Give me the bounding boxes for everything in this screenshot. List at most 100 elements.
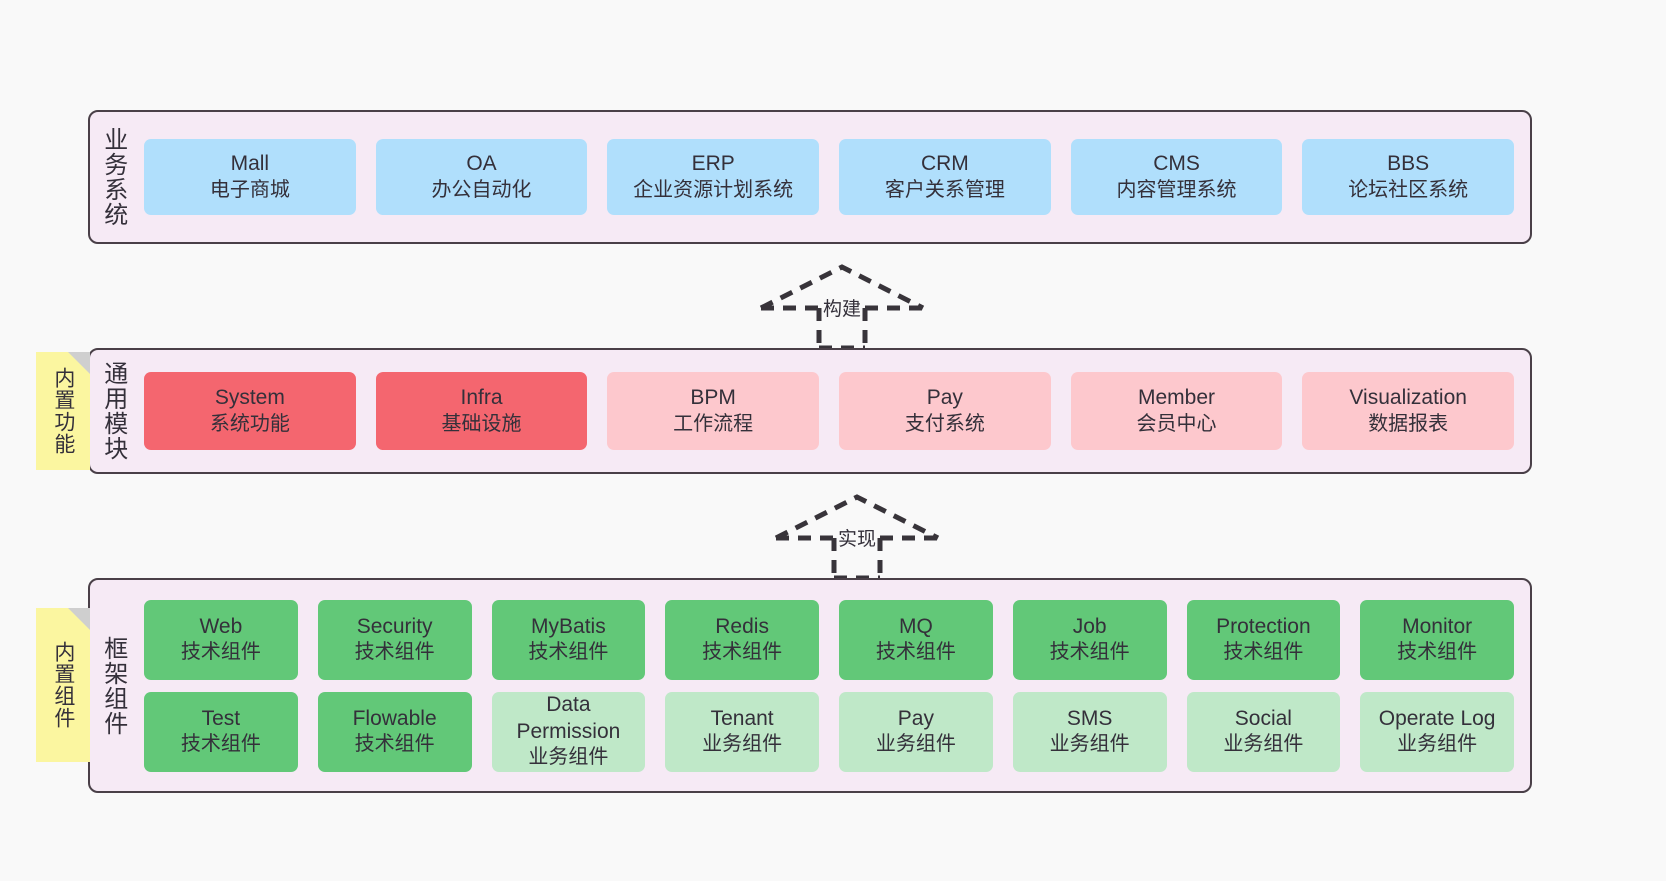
node-sms[interactable]: SMS 业务组件 <box>1012 691 1167 772</box>
node-subtitle: 内容管理系统 <box>1116 178 1237 201</box>
node-mq[interactable]: MQ 技术组件 <box>839 599 993 680</box>
node-subtitle: 技术组件 <box>702 641 783 664</box>
node-title: Web <box>199 614 243 638</box>
node-redis[interactable]: Redis 技术组件 <box>665 599 819 680</box>
node-title: Monitor <box>1402 614 1473 638</box>
node-member[interactable]: Member 会员中心 <box>1070 372 1283 450</box>
node-operate-log[interactable]: Operate Log 业务组件 <box>1360 691 1514 772</box>
node-social[interactable]: Social 业务组件 <box>1186 691 1341 772</box>
node-job[interactable]: Job 技术组件 <box>1012 599 1167 680</box>
node-title: CRM <box>920 152 969 176</box>
node-cms[interactable]: CMS 内容管理系统 <box>1070 139 1283 215</box>
node-monitor[interactable]: Monitor 技术组件 <box>1360 599 1514 680</box>
node-pay[interactable]: Pay 支付系统 <box>839 372 1051 450</box>
node-system[interactable]: System 系统功能 <box>144 372 356 450</box>
sticky-note-builtin-components[interactable]: 内置组件 <box>36 608 90 762</box>
node-crm[interactable]: CRM 客户关系管理 <box>839 139 1051 215</box>
node-title: Redis <box>715 614 769 638</box>
node-title: MQ <box>898 614 933 638</box>
node-data-permission[interactable]: Data Permission 业务组件 <box>491 691 646 772</box>
node-subtitle: 电子商城 <box>209 178 290 201</box>
node-title: Job <box>1072 614 1107 638</box>
node-title: Flowable <box>352 706 437 730</box>
node-subtitle: 技术组件 <box>1397 641 1478 664</box>
node-tenant[interactable]: Tenant 业务组件 <box>665 691 819 772</box>
folded-corner-icon <box>68 608 90 630</box>
node-erp[interactable]: ERP 企业资源计划系统 <box>607 139 820 215</box>
arrowhead-chevron <box>774 494 940 541</box>
layer-body-business-systems: Mall 电子商城 OA 办公自动化 ERP 企业资源计划系统 CRM 客户关系… <box>136 112 1530 242</box>
node-subtitle: 业务组件 <box>1397 733 1478 756</box>
node-subtitle: 客户关系管理 <box>884 178 1005 201</box>
layer-row: System 系统功能 Infra 基础设施 BPM 工作流程 Pay 支付系统… <box>144 372 1515 450</box>
node-title: MyBatis <box>531 614 606 638</box>
sticky-note-label: 内置组件 <box>51 641 75 729</box>
node-subtitle: 会员中心 <box>1136 412 1217 435</box>
node-subtitle: 论坛社区系统 <box>1348 178 1469 201</box>
node-title: Social <box>1234 706 1292 730</box>
layer-common-modules: 通用模块 System 系统功能 Infra 基础设施 BPM 工作流程 Pay… <box>88 348 1532 474</box>
layer-title-common-modules: 通用模块 <box>99 361 127 461</box>
node-pay-component[interactable]: Pay 业务组件 <box>839 691 993 772</box>
layer-row: Web 技术组件 Security 技术组件 MyBatis 技术组件 Redi… <box>144 599 1514 680</box>
node-protection[interactable]: Protection 技术组件 <box>1186 599 1341 680</box>
node-flowable[interactable]: Flowable 技术组件 <box>317 691 472 772</box>
connector-implement: 实现 <box>772 492 942 592</box>
node-title: Security <box>356 614 433 638</box>
layer-body-common-modules: System 系统功能 Infra 基础设施 BPM 工作流程 Pay 支付系统… <box>136 350 1530 472</box>
node-title: ERP <box>691 152 735 176</box>
node-title: SMS <box>1066 706 1113 730</box>
node-visualization[interactable]: Visualization 数据报表 <box>1302 372 1515 450</box>
sticky-note-label: 内置功能 <box>51 367 75 455</box>
node-test[interactable]: Test 技术组件 <box>144 691 298 772</box>
node-title: Protection <box>1216 614 1311 638</box>
layer-row: Mall 电子商城 OA 办公自动化 ERP 企业资源计划系统 CRM 客户关系… <box>144 139 1515 215</box>
node-subtitle: 技术组件 <box>354 733 435 756</box>
node-security[interactable]: Security 技术组件 <box>317 599 472 680</box>
connector-label-implement: 实现 <box>837 529 876 550</box>
connector-build: 构建 <box>757 262 927 362</box>
node-oa[interactable]: OA 办公自动化 <box>375 139 588 215</box>
sticky-note-builtin-features[interactable]: 内置功能 <box>36 352 90 470</box>
layer-framework-components: 框架组件 Web 技术组件 Security 技术组件 MyBatis 技术组件… <box>88 578 1532 793</box>
node-subtitle: 技术组件 <box>875 641 956 664</box>
node-title: Mall <box>230 152 270 176</box>
node-subtitle: 技术组件 <box>1049 641 1130 664</box>
node-subtitle: 业务组件 <box>875 733 956 756</box>
node-subtitle: 技术组件 <box>180 641 261 664</box>
node-title: System <box>214 386 285 410</box>
node-subtitle: 基础设施 <box>441 412 522 435</box>
node-mybatis[interactable]: MyBatis 技术组件 <box>491 599 646 680</box>
node-subtitle: 业务组件 <box>702 733 783 756</box>
node-subtitle: 企业资源计划系统 <box>633 178 794 201</box>
node-web[interactable]: Web 技术组件 <box>144 599 298 680</box>
layer-title-framework-components: 框架组件 <box>99 635 127 736</box>
node-title: Test <box>201 706 241 730</box>
node-subtitle: 业务组件 <box>1223 733 1304 756</box>
node-subtitle: 办公自动化 <box>431 178 532 201</box>
node-subtitle: 业务组件 <box>1049 733 1130 756</box>
node-subtitle: 技术组件 <box>354 641 435 664</box>
layer-business-systems: 业务系统 Mall 电子商城 OA 办公自动化 ERP 企业资源计划系统 CRM… <box>88 110 1532 244</box>
node-bbs[interactable]: BBS 论坛社区系统 <box>1302 139 1515 215</box>
node-title: CMS <box>1153 152 1200 176</box>
node-infra[interactable]: Infra 基础设施 <box>375 372 588 450</box>
node-bpm[interactable]: BPM 工作流程 <box>607 372 820 450</box>
node-title: Infra <box>460 386 503 410</box>
arrowhead-chevron <box>759 264 925 311</box>
node-title: OA <box>466 152 497 176</box>
node-title: Member <box>1138 386 1216 410</box>
folded-corner-icon <box>68 352 90 374</box>
layer-body-framework-components: Web 技术组件 Security 技术组件 MyBatis 技术组件 Redi… <box>136 580 1530 791</box>
node-title: BPM <box>690 386 736 410</box>
node-subtitle: 技术组件 <box>180 733 261 756</box>
connector-label-build: 构建 <box>822 299 861 320</box>
node-mall[interactable]: Mall 电子商城 <box>144 139 356 215</box>
node-subtitle: 工作流程 <box>673 412 754 435</box>
layer-row: Test 技术组件 Flowable 技术组件 Data Permission … <box>144 691 1514 772</box>
node-title: Tenant <box>710 706 774 730</box>
layer-title-business-systems: 业务系统 <box>99 127 127 227</box>
node-subtitle: 技术组件 <box>528 641 609 664</box>
node-subtitle: 数据报表 <box>1368 412 1449 435</box>
